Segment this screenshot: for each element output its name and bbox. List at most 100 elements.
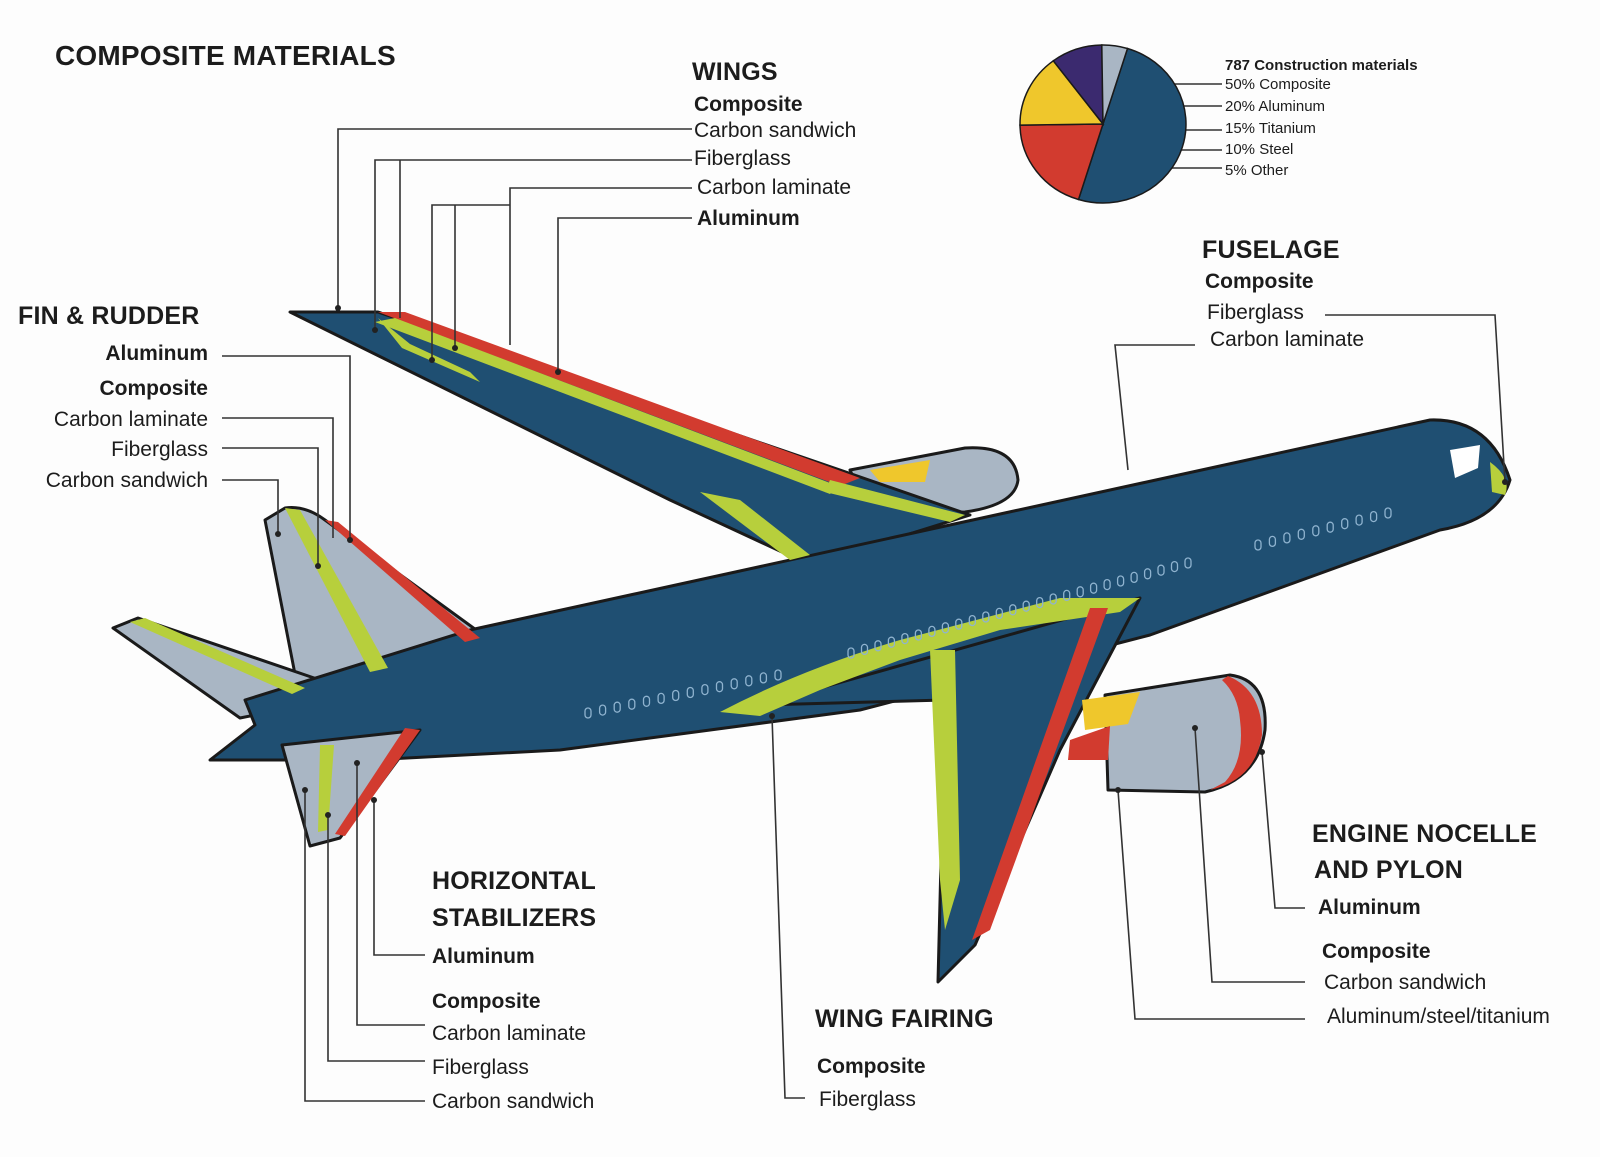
cabin-window — [1036, 596, 1044, 609]
cabin-window — [1089, 582, 1098, 594]
wing-fairing-item-fiberglass: Fiberglass — [819, 1088, 916, 1111]
cabin-window — [860, 643, 869, 656]
near-engine-shape — [1103, 673, 1267, 794]
wings-aluminum-label: Aluminum — [697, 207, 800, 230]
cabin-window — [1384, 507, 1392, 519]
near-wing-aluminum-band — [972, 608, 1108, 940]
engine-title-line1: ENGINE NOCELLE — [1312, 820, 1538, 848]
cabin-window — [584, 707, 592, 719]
materials-pie-chart — [1019, 44, 1187, 204]
hstab-title-line2: STABILIZERS — [432, 904, 597, 932]
cabin-window — [1312, 525, 1320, 537]
wings-title: WINGS — [692, 58, 778, 86]
cabin-window — [730, 678, 738, 690]
cabin-window — [901, 632, 909, 645]
cabin-window — [941, 622, 950, 634]
far-stabilizer-fiberglass — [130, 618, 305, 694]
cabin-window — [968, 614, 976, 627]
leader-engine-carbon-sandwich — [1194, 727, 1305, 983]
leader-wings-carbon-laminate-2 — [431, 204, 510, 360]
cabin-window — [1326, 521, 1334, 533]
leader-wings-fiberglass — [374, 159, 692, 330]
pie-slice-other — [1101, 44, 1129, 125]
cabin-window — [1157, 564, 1165, 576]
near-engine-aluminum — [1210, 676, 1262, 790]
page-title: COMPOSITE MATERIALS — [55, 40, 396, 71]
cabin-window — [1130, 571, 1138, 584]
cabin-window — [1254, 539, 1262, 551]
cabin-window — [759, 672, 768, 684]
cabin-window — [1009, 604, 1017, 616]
hstab-aluminum-label: Aluminum — [432, 945, 535, 968]
hstab-composite-label: Composite — [432, 990, 541, 1013]
cabin-window — [1297, 528, 1305, 540]
far-wing-aluminum-band — [378, 312, 860, 486]
pie-label-aluminum: 20% Aluminum — [1225, 98, 1326, 115]
leader-hstab-aluminum — [373, 800, 425, 956]
leader-fin-carbon-sandwich — [222, 479, 279, 534]
fin-rudder-aluminum-label: Aluminum — [105, 342, 208, 365]
pie-label-titanium: 15% Titanium — [1225, 120, 1316, 137]
fin-rudder-item-carbon-sandwich: Carbon sandwich — [45, 469, 208, 492]
near-engine-titanium — [1082, 692, 1140, 730]
far-wing-fiberglass-band — [375, 318, 838, 494]
leader-fin-carbon-laminate — [222, 417, 334, 538]
leader-fairing-fiberglass — [771, 715, 805, 1099]
fin-rudder-item-fiberglass: Fiberglass — [111, 438, 208, 461]
cabin-window — [1170, 560, 1179, 573]
cabin-window — [1143, 568, 1152, 580]
fin-rudder-composite-label: Composite — [99, 377, 208, 400]
cabin-window — [657, 692, 665, 705]
fuselage-item-fiberglass: Fiberglass — [1207, 301, 1304, 324]
cabin-window — [598, 704, 607, 716]
engine-composite-label: Composite — [1322, 940, 1431, 963]
wing-fairing-composite-label: Composite — [817, 1055, 926, 1078]
wings-composite-label: Composite — [694, 93, 803, 116]
cabin-window — [774, 669, 782, 681]
pie-slice-composite — [1077, 47, 1187, 204]
leader-lines — [222, 83, 1506, 1102]
cabin-window — [887, 636, 896, 648]
far-wing-fiberglass-tip — [378, 318, 480, 382]
wings-item-carbon-laminate: Carbon laminate — [697, 176, 852, 199]
nose-fiberglass — [1490, 462, 1507, 495]
leader-hstab-carbon-laminate — [356, 763, 425, 1026]
leader-fin-aluminum — [222, 355, 351, 540]
cabin-window — [955, 618, 963, 630]
engine-aluminum-label: Aluminum — [1318, 896, 1421, 919]
cabin-windows — [584, 507, 1392, 719]
cabin-window — [672, 689, 680, 702]
cabin-window — [1341, 518, 1349, 530]
cabin-window — [914, 629, 923, 641]
cabin-window — [1022, 600, 1030, 612]
cabin-window — [1103, 578, 1111, 591]
fuselage-title: FUSELAGE — [1202, 236, 1340, 264]
cabin-window — [628, 698, 636, 710]
leader-fuselage-carbon-laminate — [1114, 344, 1195, 471]
leader-fuselage-fiberglass — [1325, 314, 1506, 483]
far-wing-trailing-fiberglass — [825, 480, 965, 522]
pie-label-other: 5% Other — [1225, 162, 1289, 179]
leader-fin-fiberglass — [222, 447, 319, 566]
engine-item-aluminum-steel-titanium: Aluminum/steel/titanium — [1327, 1005, 1550, 1028]
engine-title-line2: AND PYLON — [1314, 856, 1464, 884]
cockpit-window — [1450, 445, 1480, 478]
wing-fairing-fiberglass-inner — [930, 650, 960, 930]
fuselage-item-carbon-laminate: Carbon laminate — [1210, 328, 1365, 351]
fin-rudder-item-carbon-laminate: Carbon laminate — [53, 408, 208, 431]
cabin-window — [701, 683, 709, 696]
fin-rudder-title: FIN & RUDDER — [18, 302, 200, 330]
cabin-window — [995, 607, 1003, 620]
pie-slice-titanium — [1019, 59, 1105, 126]
leader-hstab-fiberglass — [327, 815, 425, 1062]
cabin-window — [982, 611, 990, 623]
cabin-window — [847, 647, 855, 659]
pylon-aluminum — [1068, 726, 1110, 760]
cabin-window — [1355, 514, 1363, 526]
pie-label-composite: 50% Composite — [1225, 76, 1331, 93]
pie-label-steel: 10% Steel — [1225, 141, 1294, 158]
cabin-window — [928, 625, 936, 638]
leader-hstab-carbon-sandwich — [304, 790, 425, 1102]
